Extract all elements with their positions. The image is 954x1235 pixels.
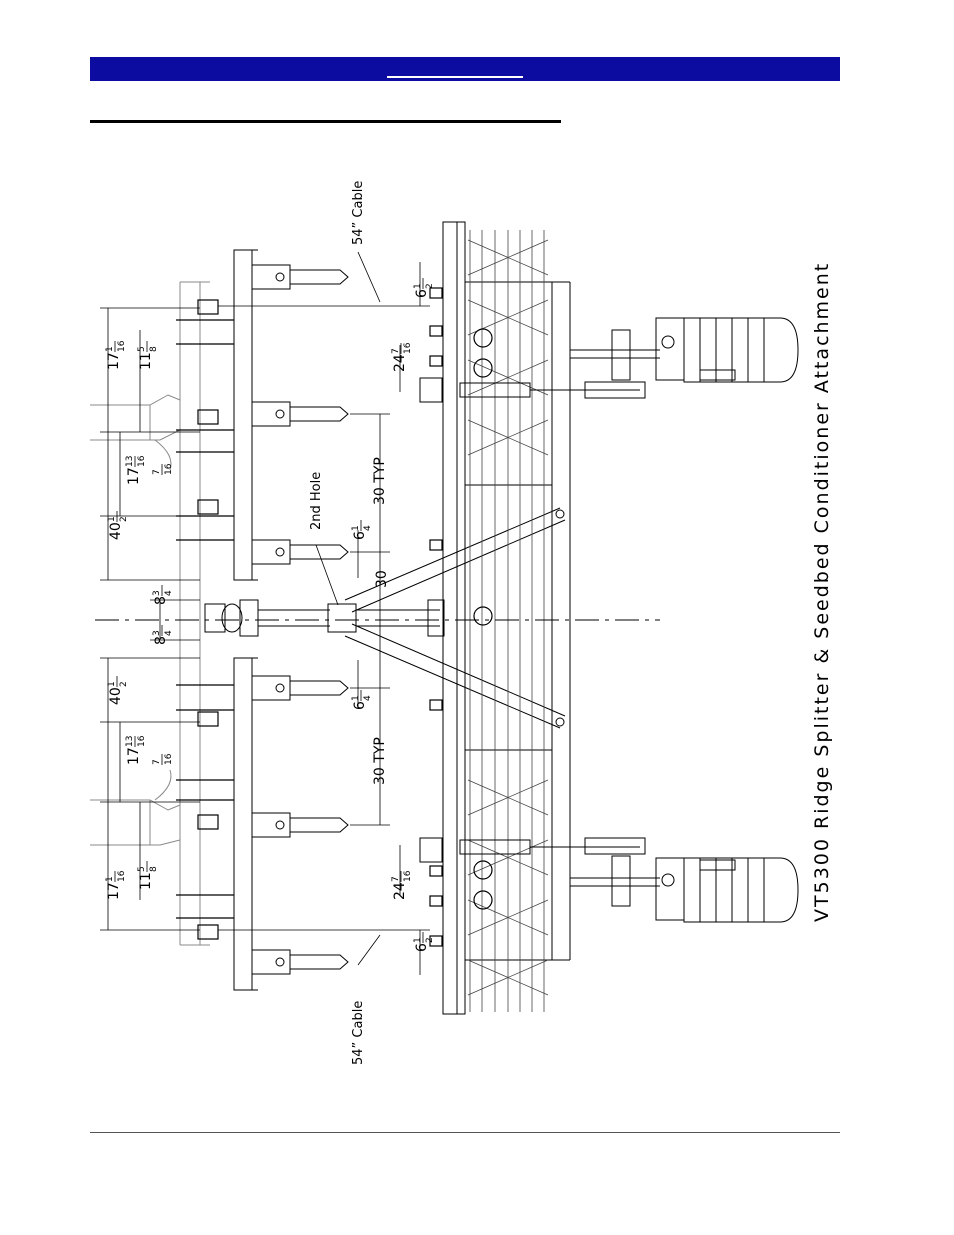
dimension-numerator: 1 <box>413 937 423 943</box>
dimension-denominator: 2 <box>425 937 435 943</box>
gauge-wheel-top <box>570 318 798 382</box>
typ-text: 30 TYP <box>372 737 388 785</box>
dimension-numerator: 1 <box>413 283 423 289</box>
dimension-numerator: 13 <box>125 736 135 747</box>
dimension-denominator: 4 <box>363 695 373 701</box>
dimension-numerator: 3 <box>152 590 162 596</box>
dimension-numerator: 5 <box>137 346 147 352</box>
dimension-whole: 40 <box>108 687 124 705</box>
footer-rule <box>90 1132 840 1133</box>
dimension-numerator: 1 <box>105 346 115 352</box>
dimension-whole: 17 <box>126 467 142 485</box>
dimension-numerator: 1 <box>105 876 115 882</box>
dimension-whole: 17 <box>106 352 122 370</box>
dimension-whole: 6 <box>352 531 368 540</box>
drawing-caption: VT5300 Ridge Splitter & Seedbed Conditio… <box>811 262 833 922</box>
dimension-numerator: 1 <box>107 681 117 687</box>
dimension-whole: 8 <box>153 596 169 605</box>
dimension-denominator: 16 <box>137 455 147 467</box>
dimension-denominator: 8 <box>149 346 159 352</box>
dimension-denominator: 8 <box>149 866 159 872</box>
dimension-numerator: 5 <box>137 866 147 872</box>
dimension-denominator: 4 <box>164 630 174 636</box>
center-hitch <box>205 600 440 636</box>
hydraulic-cylinders <box>420 378 645 862</box>
center-30-label: 30 <box>374 570 390 588</box>
dimension-denominator: 16 <box>403 342 413 354</box>
cable-text: 54” Cable <box>351 1001 366 1065</box>
dimension-numerator: 13 <box>125 456 135 467</box>
dimension-denominator: 16 <box>403 870 413 882</box>
dimension-whole: 24 <box>392 882 408 900</box>
dimension-denominator: 16 <box>137 735 147 747</box>
hole-label: 2nd Hole <box>309 472 324 530</box>
typ-label-bottom: 30 TYP <box>372 737 388 785</box>
dimension-numerator: 1 <box>351 695 361 701</box>
caption-group: VT5300 Ridge Splitter & Seedbed Conditio… <box>811 262 833 922</box>
dimension-whole: 11 <box>138 352 154 370</box>
dimension-denominator: 2 <box>119 516 129 522</box>
dimension-numerator: 7 <box>391 348 401 354</box>
dimension-whole: 24 <box>392 354 408 372</box>
dimension-whole: 6 <box>414 289 430 298</box>
dimension-whole: 8 <box>153 636 169 645</box>
shank-row-1 <box>252 265 348 289</box>
hole-text: 2nd Hole <box>309 472 324 530</box>
dimension-denominator: 4 <box>164 590 174 596</box>
dimension-denominator: 2 <box>425 283 435 289</box>
dimension-numerator: 7 <box>152 759 162 765</box>
typ-label-top: 30 TYP <box>372 457 388 505</box>
gauge-wheel-bottom <box>570 856 798 922</box>
spring-coils <box>474 329 492 909</box>
dimension-denominator: 16 <box>117 870 127 882</box>
conditioner-frame <box>428 222 570 1014</box>
cable-label-top: 54” Cable <box>351 181 366 245</box>
dimension-numerator: 3 <box>152 630 162 636</box>
dimension-whole: 11 <box>138 872 154 890</box>
dimension-denominator: 16 <box>164 753 174 765</box>
dimension-whole: 17 <box>126 747 142 765</box>
dimension-denominator: 16 <box>164 463 174 475</box>
dimension-whole: 6 <box>414 943 430 952</box>
typ-text: 30 TYP <box>372 457 388 505</box>
dimension-whole: 6 <box>352 701 368 710</box>
shank-row-3 <box>252 540 348 564</box>
dimension-denominator: 2 <box>119 681 129 687</box>
shank-row-2 <box>252 402 348 426</box>
dimension-numerator: 7 <box>152 469 162 475</box>
basket-rods <box>468 230 548 1012</box>
cable-label-bottom: 54” Cable <box>351 1001 366 1065</box>
dimension-numerator: 1 <box>107 516 117 522</box>
cable-text: 54” Cable <box>351 181 366 245</box>
dimension-whole: 17 <box>106 882 122 900</box>
dimension-numerator: 1 <box>351 525 361 531</box>
shank-row-4 <box>252 676 348 700</box>
dimension-denominator: 16 <box>117 340 127 352</box>
dimension-lines-middle <box>350 262 420 975</box>
dimension-denominator: 4 <box>363 525 373 531</box>
shank-row-6 <box>252 950 348 974</box>
dimension-whole: 40 <box>108 522 124 540</box>
shank-row-5 <box>252 813 348 837</box>
center-30-text: 30 <box>374 570 390 588</box>
frame-fasteners <box>430 288 442 946</box>
dimension-numerator: 7 <box>391 876 401 882</box>
